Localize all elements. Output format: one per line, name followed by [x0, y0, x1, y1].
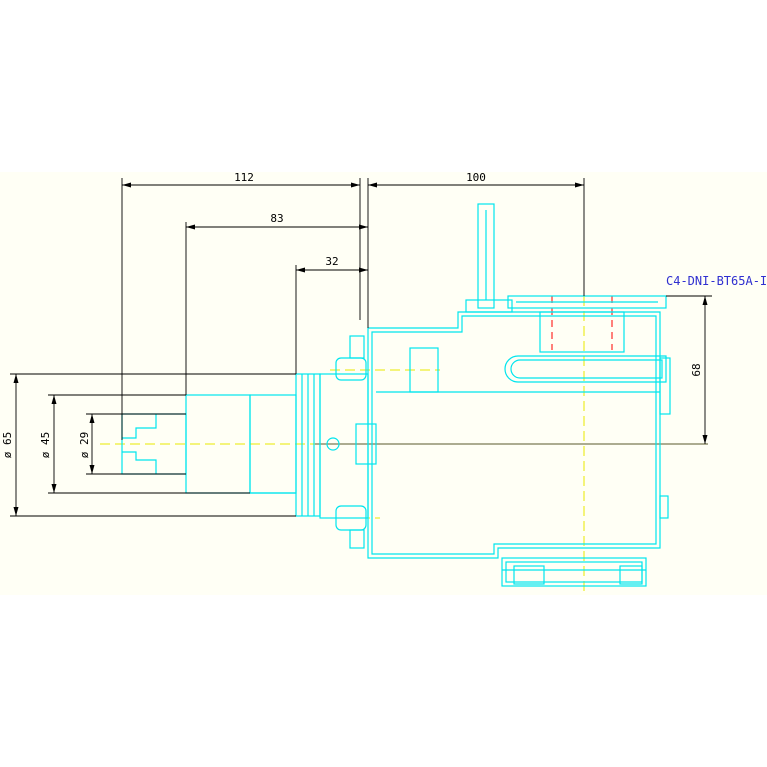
bottom-block-right: [619, 565, 643, 585]
arrow-68-top: [702, 296, 708, 305]
arrow-d65-top: [13, 374, 19, 383]
slide-slot-inner: [510, 359, 663, 379]
dim-label-32: 32: [325, 255, 338, 268]
arrow-32-right: [359, 267, 368, 273]
top-block: [539, 311, 625, 353]
dim-label-100: 100: [466, 171, 486, 184]
slide-slot: [504, 355, 667, 383]
arrow-83-left: [186, 224, 195, 230]
top-plate: [507, 295, 667, 309]
arrow-32-left: [296, 267, 305, 273]
dim-label-83: 83: [270, 212, 283, 225]
vertical-post: [477, 203, 495, 309]
arrow-d29-bottom: [89, 465, 95, 474]
main-housing-inner: [371, 315, 657, 555]
part-label: C4-DNI-BT65A-I: [666, 274, 767, 288]
drawing-sheet: [0, 172, 767, 595]
pin-top-head: [349, 335, 365, 359]
arrow-112-left: [122, 182, 131, 188]
rear-boss: [659, 495, 669, 519]
bottom-block-left: [513, 565, 545, 585]
main-housing: [367, 311, 661, 559]
jaw-notch-bottom: [122, 451, 157, 474]
dim-label-d65: ø 65: [1, 432, 14, 459]
arrow-112-right: [351, 182, 360, 188]
arrow-68-bottom: [702, 435, 708, 444]
pin-bottom-head: [349, 529, 365, 549]
center-key: [355, 423, 377, 465]
part-outline: [121, 203, 671, 587]
post-base: [465, 299, 513, 313]
dim-label-68: 68: [690, 363, 703, 376]
arrow-100-left: [368, 182, 377, 188]
arrowheads: [13, 182, 708, 516]
jaw-notch-top: [122, 414, 157, 439]
dim-label-d29: ø 29: [78, 432, 91, 459]
arrow-83-right: [359, 224, 368, 230]
arrow-d29-top: [89, 414, 95, 423]
arrow-d45-top: [51, 395, 57, 404]
bottom-base: [501, 557, 647, 587]
arrow-100-right: [575, 182, 584, 188]
dim-label-d45: ø 45: [39, 432, 52, 459]
arrow-d45-bottom: [51, 484, 57, 493]
dimension-lines: [10, 178, 712, 517]
locating-hole: [326, 437, 340, 451]
arrow-d65-bottom: [13, 507, 19, 516]
hidden-lines: [551, 296, 613, 350]
slot-end-cap: [659, 357, 671, 415]
dim-label-112: 112: [234, 171, 254, 184]
